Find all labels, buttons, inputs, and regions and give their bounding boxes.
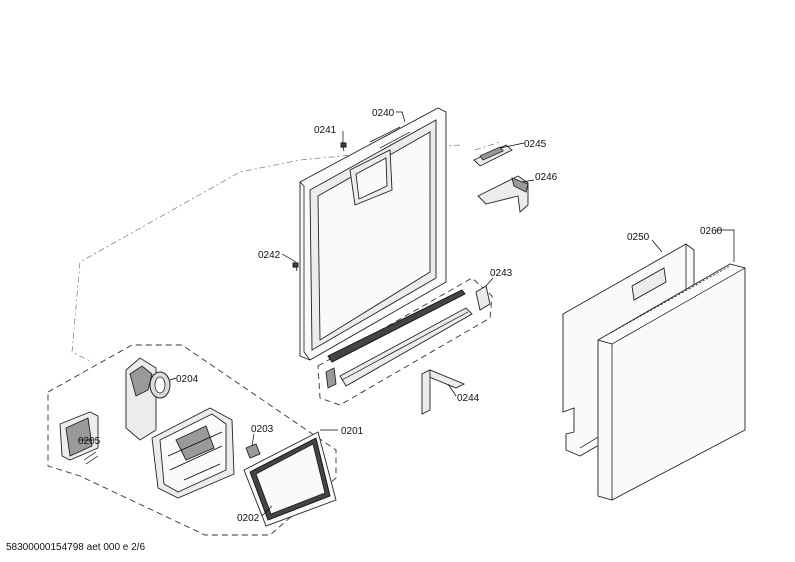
label-0203: 0203: [251, 424, 274, 435]
lever-part-0204: [125, 357, 157, 441]
screw-0242: [292, 262, 299, 272]
leader-0246: [521, 179, 535, 183]
leader-0244: [447, 383, 457, 397]
seal-group-outline: [317, 277, 493, 406]
label-0260: 0260: [700, 226, 723, 237]
label-0241: 0241: [314, 125, 337, 136]
seal-clip-0243: [475, 285, 491, 311]
ring-seal-0204: [149, 371, 171, 399]
hinge-part-0245: [473, 144, 513, 167]
label-0245: 0245: [524, 139, 547, 150]
label-0240: 0240: [372, 108, 395, 119]
label-0243: 0243: [490, 268, 513, 279]
module-0205: [59, 411, 99, 465]
label-0250: 0250: [627, 232, 650, 243]
inner-door-frame: [299, 107, 447, 361]
hinge-bracket-0246: [477, 175, 529, 213]
screw-0241: [340, 142, 347, 152]
leader-0240: [396, 111, 406, 123]
leader-0243: [485, 277, 494, 287]
label-0246: 0246: [535, 172, 558, 183]
label-0204: 0204: [176, 374, 199, 385]
control-housing-0201: [151, 407, 235, 499]
leader-0202: [261, 505, 273, 517]
leader-0242: [281, 253, 297, 263]
knob-0203: [245, 443, 261, 459]
label-0205: 0205: [78, 436, 101, 447]
door-seal-strip: [325, 289, 473, 389]
document-id: 58300000154798 aet 000 e 2/6: [6, 542, 146, 553]
bracket-0244: [420, 369, 466, 415]
label-0201: 0201: [341, 426, 364, 437]
assembly-reference-line-2: [474, 141, 501, 151]
label-0242: 0242: [258, 250, 281, 261]
leader-0260: [716, 229, 735, 262]
frame-seal-0202: [243, 431, 337, 527]
leader-0250: [651, 239, 663, 253]
assembly-reference-line: [71, 144, 461, 363]
leader-0245: [499, 142, 525, 149]
leader-0203: [251, 433, 255, 447]
label-0244: 0244: [457, 393, 480, 404]
door-panel-0260: [597, 263, 746, 501]
label-0202: 0202: [237, 513, 260, 524]
leader-0204: [169, 377, 177, 381]
